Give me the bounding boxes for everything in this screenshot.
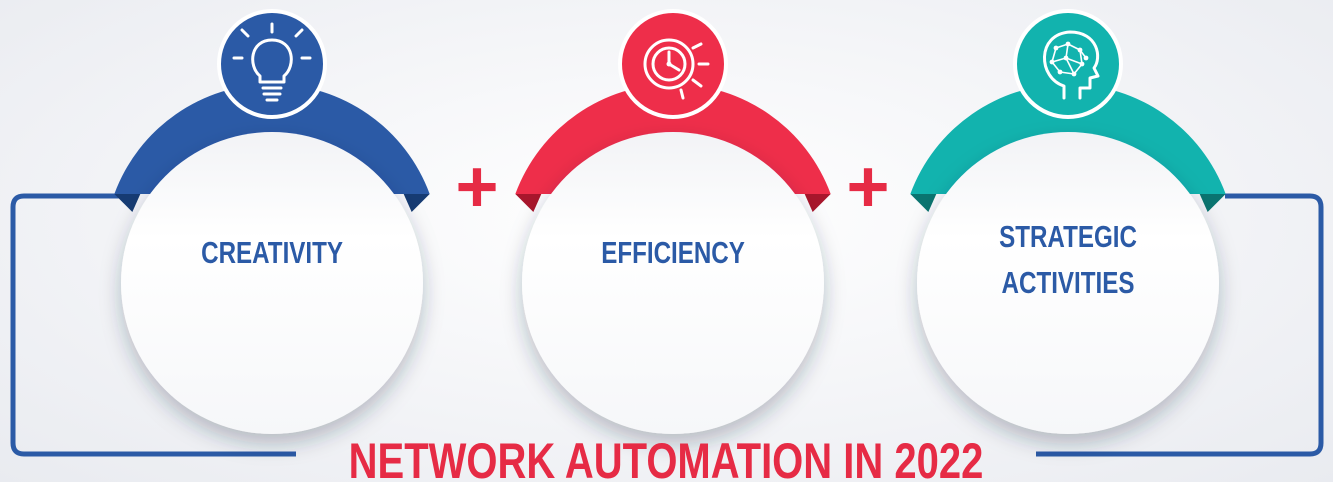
step-strategic-activities: STRATEGIC ACTIVITIES [910, 9, 1226, 434]
creativity-label: CREATIVITY [201, 235, 343, 270]
strategic-label-line-1: STRATEGIC [999, 219, 1137, 254]
strategic-fold-left [910, 194, 937, 212]
strategic-fold-right [1199, 194, 1226, 212]
lightbulb-icon [232, 22, 312, 102]
creativity-fold-right [403, 194, 430, 212]
efficiency-label: EFFICIENCY [601, 235, 745, 270]
step-efficiency: EFFICIENCY [515, 9, 831, 434]
efficiency-fold-right [804, 194, 831, 212]
strategic-label-line-2: ACTIVITIES [1002, 265, 1135, 300]
creativity-icon-badge [217, 9, 327, 119]
brain-head-icon [1043, 30, 1100, 100]
strategic-icon-badge [1013, 9, 1123, 119]
efficiency-icon-badge [618, 9, 728, 119]
creativity-fold-left [114, 194, 141, 212]
creativity-circle [121, 132, 423, 434]
step-creativity: CREATIVITY [114, 9, 430, 434]
plus-sign: + [455, 145, 498, 228]
clock-gear-icon [643, 38, 710, 100]
strategic-circle [917, 132, 1219, 434]
efficiency-fold-left [515, 194, 542, 212]
efficiency-circle [522, 132, 824, 434]
plus-sign: + [846, 145, 889, 228]
diagram-title: NETWORK AUTOMATION IN 2022 [349, 433, 984, 482]
frame-bracket [10, 193, 1324, 457]
